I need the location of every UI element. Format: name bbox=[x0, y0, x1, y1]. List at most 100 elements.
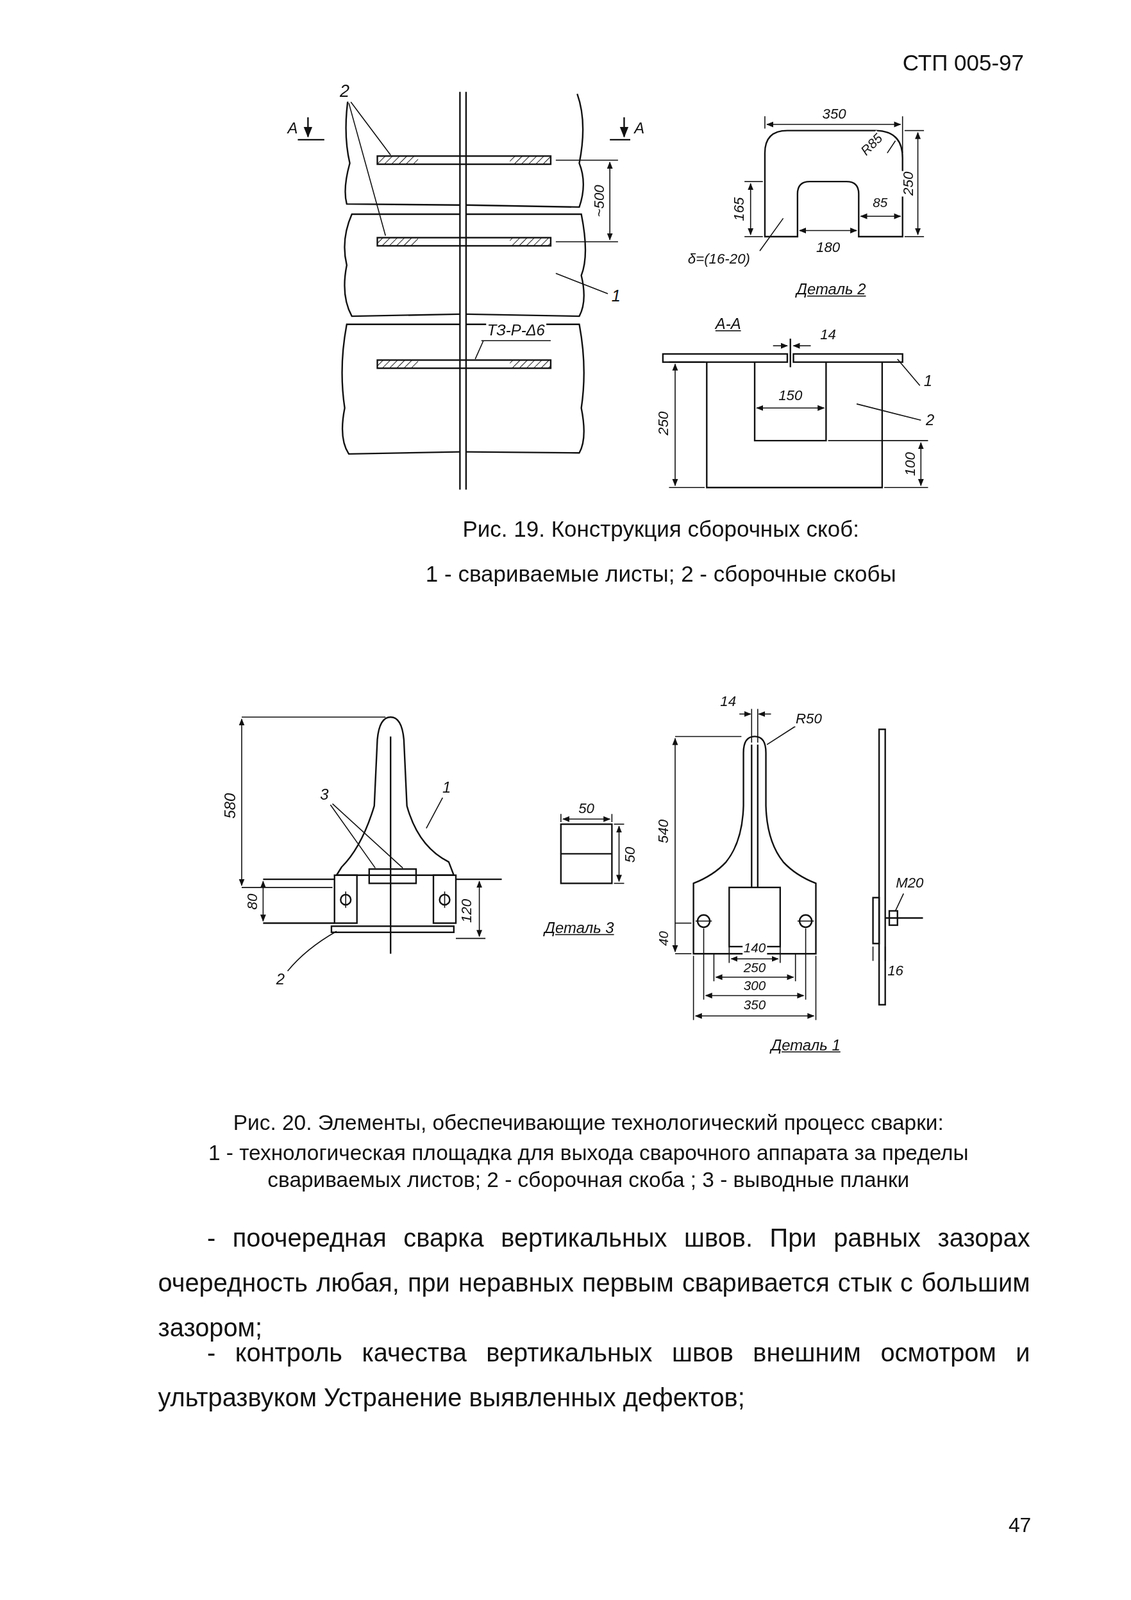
page-header: СТП 005-97 bbox=[902, 50, 1024, 76]
dimension-lines bbox=[555, 160, 619, 242]
welded-sheets bbox=[342, 91, 586, 490]
section-mark: А bbox=[633, 119, 646, 137]
runoff-plate-detail bbox=[560, 813, 562, 822]
bracket-detail bbox=[860, 215, 901, 217]
dimension: 540 bbox=[655, 818, 672, 844]
section-view bbox=[920, 442, 922, 486]
side-view bbox=[873, 728, 924, 1005]
section-mark: А bbox=[286, 119, 299, 137]
assembly-bracket bbox=[509, 359, 551, 369]
callout-number: 1 bbox=[441, 779, 452, 796]
welded-sheets bbox=[459, 91, 461, 490]
page-number: 47 bbox=[1008, 1513, 1031, 1536]
section-view bbox=[706, 362, 883, 488]
side-view bbox=[889, 910, 898, 925]
dimension: δ=(16-20) bbox=[686, 251, 751, 267]
runoff-plate-detail bbox=[611, 813, 613, 822]
bracket-detail bbox=[744, 116, 924, 251]
dimension: ~500 bbox=[591, 184, 608, 218]
platform-detail bbox=[805, 927, 807, 999]
section-view bbox=[662, 353, 788, 363]
section-title: А-А bbox=[714, 316, 742, 333]
callout-number: 2 bbox=[924, 411, 935, 429]
dimension-lines bbox=[609, 162, 611, 240]
assembly-bracket bbox=[377, 155, 419, 165]
welded-sheets bbox=[466, 324, 585, 453]
runoff-plate-detail bbox=[614, 823, 625, 825]
dimension: 150 bbox=[777, 387, 804, 404]
technological-platform bbox=[478, 880, 481, 937]
platform-detail bbox=[716, 976, 794, 978]
bracket-detail bbox=[917, 132, 919, 235]
callout-number: 2 bbox=[339, 82, 351, 102]
runoff-plate-detail bbox=[614, 882, 625, 885]
figure-caption: Рис. 20. Элементы, обеспечивающие технол… bbox=[233, 1109, 944, 1134]
technological-platform bbox=[241, 718, 243, 885]
bracket-detail bbox=[904, 130, 924, 132]
leader-lines bbox=[350, 101, 391, 156]
platform-detail bbox=[695, 1014, 815, 1017]
section-view bbox=[668, 487, 705, 489]
assembly-bracket bbox=[377, 359, 419, 369]
platform-detail bbox=[703, 927, 705, 999]
section-marks bbox=[297, 139, 324, 141]
body-text: - контроль качества вертикальных швов вн… bbox=[158, 1331, 1031, 1421]
dimension: 120 bbox=[459, 897, 475, 924]
side-view bbox=[895, 893, 905, 911]
callout-number: 3 bbox=[319, 786, 330, 803]
section-view bbox=[793, 353, 903, 363]
dimension: 140 bbox=[742, 941, 767, 956]
section-view bbox=[793, 344, 812, 347]
dimension: R50 bbox=[794, 711, 823, 727]
assembly-bracket bbox=[509, 155, 551, 165]
technological-platform bbox=[262, 921, 335, 924]
dimension: 85 bbox=[871, 195, 889, 211]
section-view bbox=[662, 338, 929, 488]
technological-platform bbox=[426, 797, 443, 829]
platform-detail bbox=[758, 713, 771, 715]
dimension: 14 bbox=[819, 326, 838, 342]
platform-detail bbox=[695, 920, 712, 922]
platform-detail bbox=[730, 957, 778, 960]
weld-mark: ТЗ-Р-Δ6 bbox=[485, 321, 546, 339]
leader-lines bbox=[348, 101, 608, 360]
technological-platform bbox=[455, 878, 503, 880]
platform-detail bbox=[757, 744, 759, 888]
bracket-detail bbox=[902, 116, 904, 153]
figure-caption: Рис. 19. Конструкция сборочных скоб: bbox=[462, 516, 860, 542]
section-marks bbox=[609, 139, 631, 141]
section-view bbox=[773, 344, 788, 347]
platform-detail bbox=[728, 887, 781, 947]
callout-number: 1 bbox=[922, 373, 933, 390]
detail-title: Деталь 2 bbox=[795, 281, 867, 299]
technological-platform bbox=[334, 875, 358, 924]
platform-detail bbox=[693, 955, 695, 1020]
assembly-bracket bbox=[377, 237, 551, 247]
section-view bbox=[828, 439, 929, 442]
thread-size: М20 bbox=[895, 875, 926, 891]
technological-platform bbox=[369, 868, 417, 883]
dimension-lines bbox=[555, 241, 619, 243]
section-marks bbox=[623, 117, 625, 137]
runoff-plate-detail bbox=[618, 825, 620, 881]
dimension: 580 bbox=[221, 791, 239, 820]
bracket-detail bbox=[764, 130, 903, 237]
dimension: 50 bbox=[622, 845, 638, 864]
assembly-bracket bbox=[377, 237, 419, 247]
welded-sheets bbox=[344, 93, 460, 205]
technological-platform bbox=[444, 891, 446, 908]
runoff-plate-detail bbox=[561, 852, 613, 855]
runoff-plate-detail bbox=[561, 823, 613, 883]
section-view bbox=[897, 359, 921, 386]
body-text: - поочередная сварка вертикальных швов. … bbox=[158, 1215, 1031, 1350]
platform-detail bbox=[750, 744, 753, 888]
welded-sheets bbox=[465, 91, 467, 490]
platform-detail bbox=[675, 922, 692, 924]
technological-platform bbox=[262, 878, 335, 880]
platform-detail bbox=[779, 946, 781, 963]
bracket-detail bbox=[744, 235, 763, 238]
technological-platform bbox=[262, 880, 265, 921]
platform-detail bbox=[766, 726, 796, 746]
technological-platform bbox=[336, 716, 454, 876]
